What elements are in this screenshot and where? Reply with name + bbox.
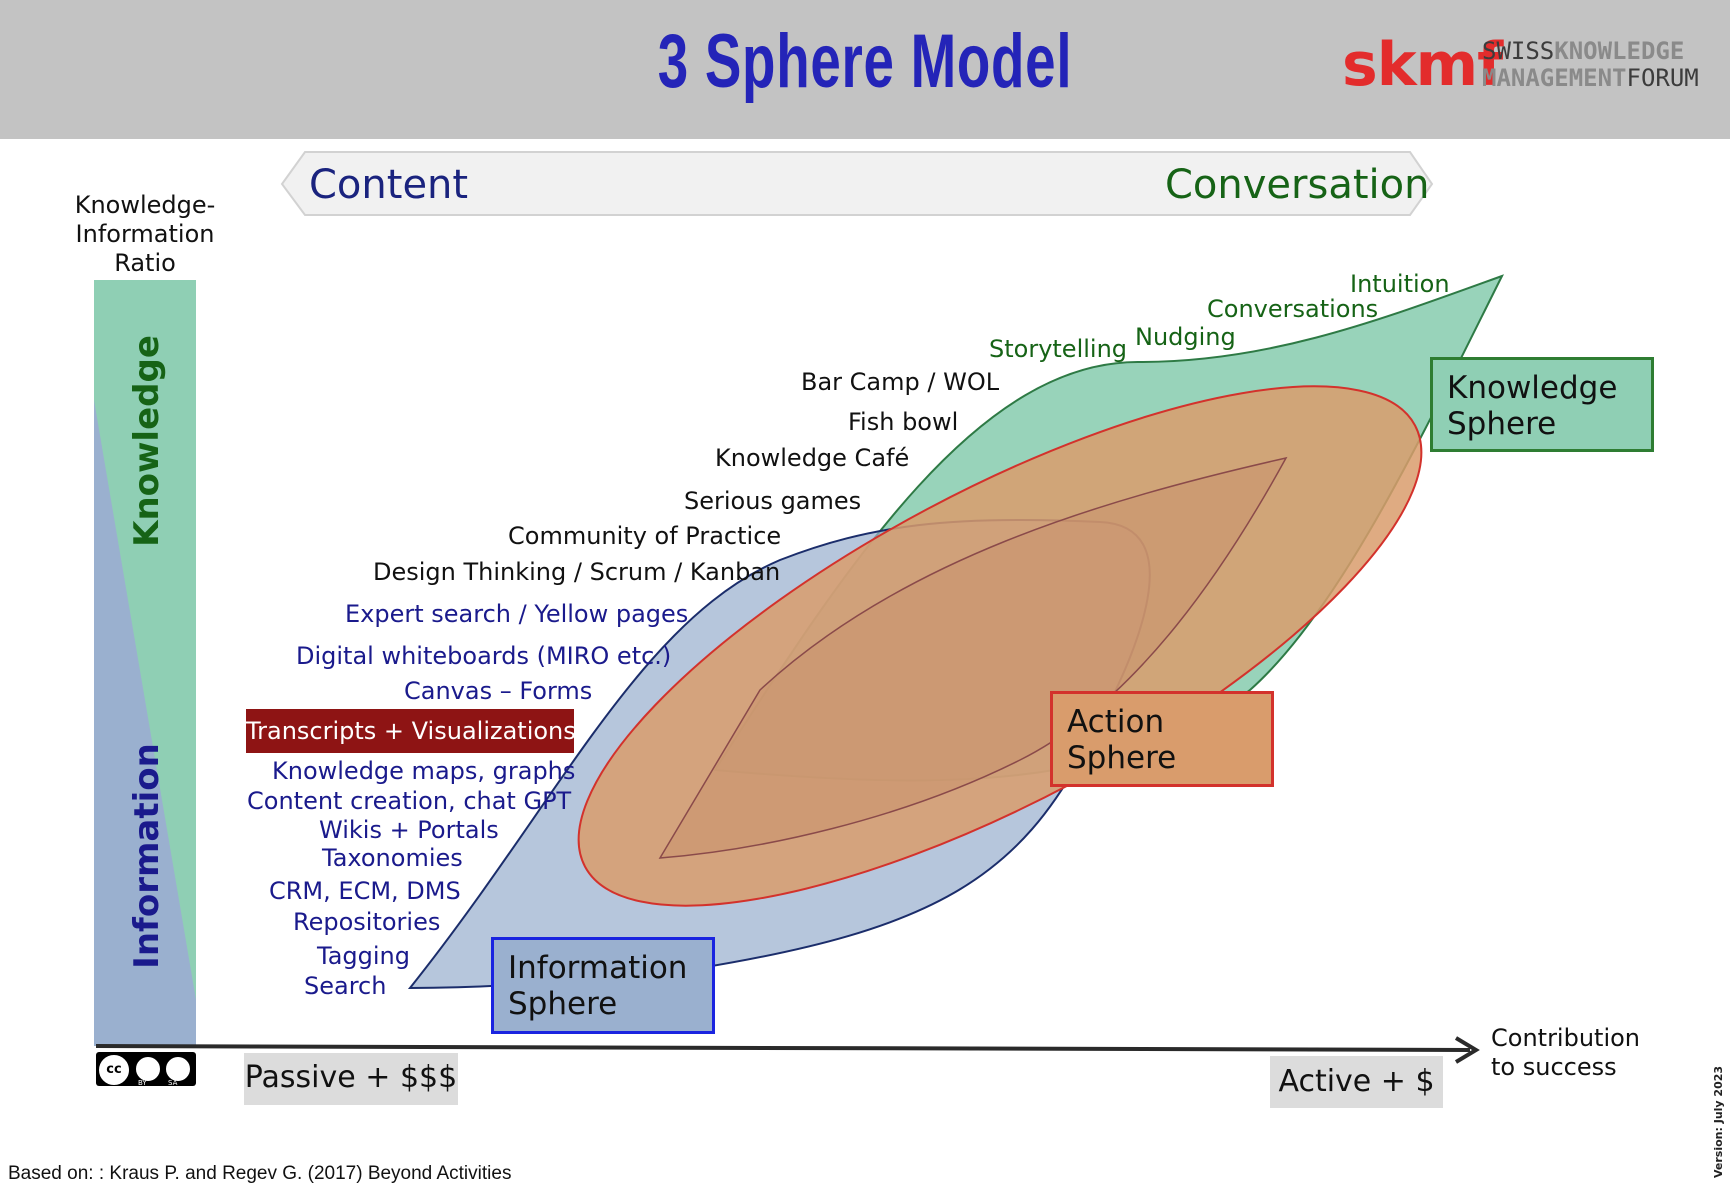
- activity-search: Search: [304, 972, 387, 1000]
- action-sphere-line2: Sphere: [1067, 740, 1177, 776]
- y-axis-title-line1: Knowledge-: [74, 191, 216, 219]
- cc-icon: cc: [99, 1055, 129, 1085]
- by-text: BY: [138, 1079, 147, 1087]
- ratio-knowledge-label: Knowledge: [127, 335, 167, 547]
- y-axis-title-line3: Ratio: [114, 249, 176, 277]
- activity-storytelling: Storytelling: [989, 335, 1128, 363]
- activity-design-thinking: Design Thinking / Scrum / Kanban: [373, 558, 781, 586]
- ratio-bar-knowledge: [94, 280, 196, 1000]
- y-axis-title: Knowledge- Information Ratio: [60, 191, 230, 278]
- activity-fish-bowl: Fish bowl: [848, 408, 959, 436]
- x-axis-label-line2: to success: [1491, 1053, 1617, 1081]
- knowledge-sphere-line2: Sphere: [1447, 406, 1557, 442]
- activity-nudging: Nudging: [1135, 323, 1236, 351]
- sa-icon: [166, 1057, 190, 1081]
- knowledge-sphere-label: Knowledge Sphere: [1430, 357, 1654, 452]
- content-conversation-banner: [280, 151, 1434, 216]
- sa-text: SA: [168, 1079, 178, 1087]
- version-note: Version: July 2023: [1712, 1066, 1725, 1178]
- activity-expert-search: Expert search / Yellow pages: [345, 600, 689, 628]
- action-sphere-line1: Action: [1067, 704, 1165, 740]
- logo-knowledge: KNOWLEDGE: [1554, 37, 1685, 65]
- activity-intuition: Intuition: [1350, 270, 1450, 298]
- page-title: 3 Sphere Model: [657, 19, 1073, 104]
- activity-taxonomies: Taxonomies: [322, 844, 463, 872]
- action-sphere-label: Action Sphere: [1050, 691, 1274, 787]
- y-axis-title-line2: Information: [75, 220, 215, 248]
- activity-serious-games: Serious games: [684, 487, 862, 515]
- activity-bar-camp: Bar Camp / WOL: [801, 368, 1000, 396]
- activity-community-of-practice: Community of Practice: [508, 522, 782, 550]
- activity-knowledge-maps: Knowledge maps, graphs: [272, 757, 576, 785]
- cc-license-badge: cc BY SA: [96, 1052, 196, 1087]
- passive-cost-tag: Passive + $$$: [244, 1053, 458, 1105]
- information-sphere-label: Information Sphere: [491, 937, 715, 1034]
- skmf-logo-text: SWISSKNOWLEDGE MANAGEMENTFORUM: [1482, 38, 1699, 92]
- activity-crm-ecm-dms: CRM, ECM, DMS: [269, 877, 461, 905]
- activity-canvas-forms: Canvas – Forms: [404, 677, 593, 705]
- activity-content-creation: Content creation, chat GPT: [247, 787, 572, 815]
- logo-forum: FORUM: [1626, 64, 1699, 92]
- activity-repositories: Repositories: [293, 908, 441, 936]
- information-sphere-line1: Information: [508, 950, 688, 986]
- activity-digital-whiteboards: Digital whiteboards (MIRO etc.): [296, 642, 672, 670]
- activity-wikis-portals: Wikis + Portals: [319, 816, 499, 844]
- x-axis-line: [95, 1044, 1471, 1052]
- ratio-information-label: Information: [127, 743, 167, 969]
- x-axis-label: Contribution to success: [1491, 1024, 1640, 1082]
- logo-swiss: SWISS: [1482, 37, 1555, 65]
- by-icon: [136, 1057, 160, 1081]
- knowledge-sphere-line1: Knowledge: [1447, 370, 1618, 406]
- x-axis-arrowhead: [1454, 1036, 1480, 1064]
- x-axis-label-line1: Contribution: [1491, 1024, 1641, 1052]
- header-bar: [0, 0, 1730, 139]
- footer-citation: Based on: : Kraus P. and Regev G. (2017)…: [8, 1163, 512, 1184]
- information-sphere-line2: Sphere: [508, 986, 618, 1022]
- banner-content-label: Content: [309, 162, 469, 208]
- logo-management: MANAGEMENT: [1482, 64, 1627, 92]
- activity-tagging: Tagging: [317, 942, 410, 970]
- active-cost-tag: Active + $: [1270, 1056, 1443, 1108]
- activity-conversations: Conversations: [1207, 295, 1379, 323]
- action-sphere-inner-shape: [658, 456, 1288, 859]
- banner-conversation-label: Conversation: [1165, 162, 1430, 208]
- highlight-transcripts-visualizations: Transcripts + Visualizations: [246, 709, 576, 753]
- activity-knowledge-cafe: Knowledge Café: [715, 444, 910, 472]
- skmf-logo: skmf: [1342, 30, 1503, 100]
